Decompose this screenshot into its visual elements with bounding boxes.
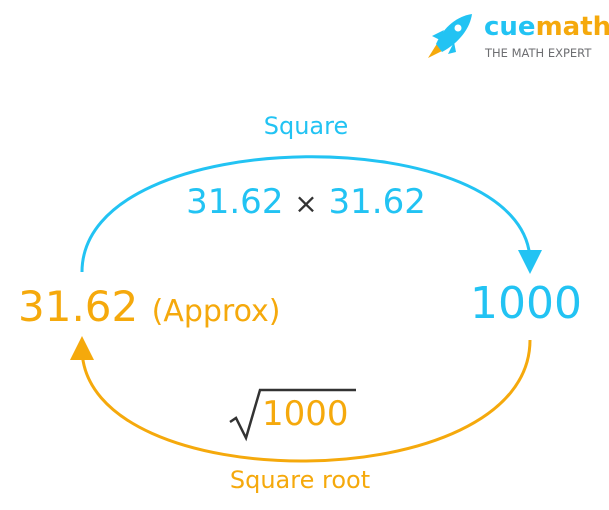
right-value: 1000	[470, 278, 582, 329]
radical-sign	[229, 388, 356, 442]
logo-wordmark: cuemath	[484, 12, 609, 42]
rocket-logo-icon	[428, 14, 472, 58]
logo-tagline: THE MATH EXPERT	[485, 46, 592, 60]
radicand: 1000	[262, 394, 349, 434]
square-expression: 31.62 × 31.62	[186, 182, 426, 222]
left-value: 31.62 (Approx)	[18, 282, 281, 331]
square-arrow	[80, 155, 542, 274]
square-root-arrow	[70, 336, 532, 463]
square-label: Square	[263, 112, 349, 140]
square-root-label: Square root	[229, 466, 371, 494]
